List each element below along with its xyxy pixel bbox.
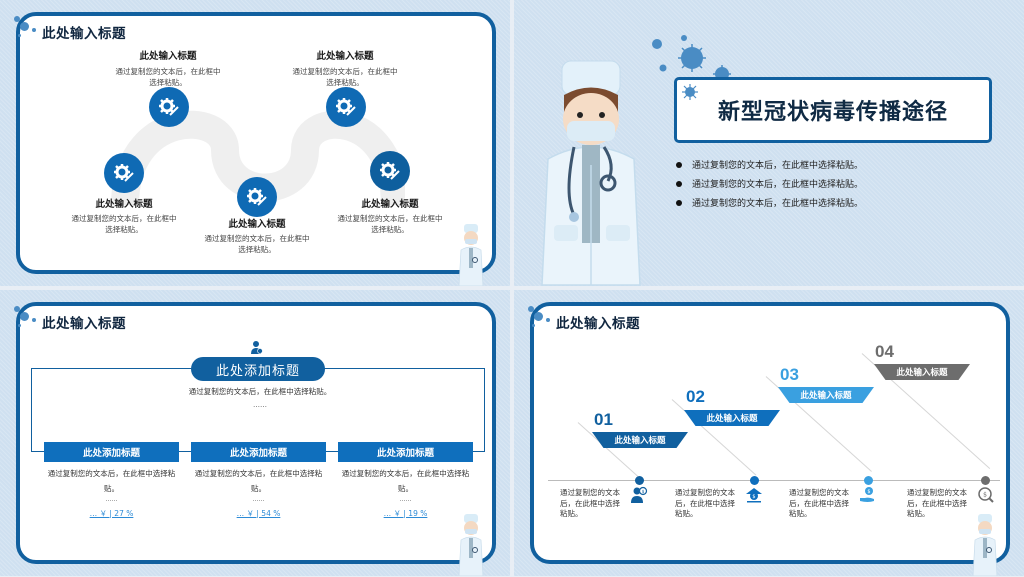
column-heading: 此处添加标题 xyxy=(338,442,473,462)
doctor-illustration-icon xyxy=(541,60,641,286)
column-link[interactable]: … ￥ | 27 % xyxy=(89,509,134,518)
step-banner: 此处输入标题 xyxy=(684,410,780,426)
column-ellipsis: …… xyxy=(399,496,412,503)
timeline-dot xyxy=(981,476,990,485)
column-link[interactable]: … ￥ | 19 % xyxy=(383,509,428,518)
virus-decoration-icon xyxy=(8,14,42,40)
svg-text:$: $ xyxy=(983,492,987,499)
center-ellipsis: …… xyxy=(253,401,267,409)
step-number: 01 xyxy=(594,410,613,429)
timeline-axis xyxy=(548,480,1000,481)
hand-money-icon: $ xyxy=(860,487,874,502)
node-desc: 通过复制您的文本后，在此框中选择粘贴。 xyxy=(115,67,221,87)
virus-decoration-icon xyxy=(8,304,42,330)
node-title: 此处输入标题 xyxy=(316,51,374,62)
connector-line xyxy=(325,451,338,452)
bullet-item: 通过复制您的文本后，在此框中选择粘贴。 xyxy=(676,155,863,174)
step-desc: 通过复制您的文本后，在此框中选择粘贴。 xyxy=(675,488,735,518)
virus-decoration-icon xyxy=(522,304,556,330)
column-ellipsis: …… xyxy=(105,496,118,503)
bank-money-icon: $ xyxy=(746,488,762,503)
connector-line xyxy=(472,451,485,452)
slide-title: 此处输入标题 xyxy=(42,26,126,42)
bullet-dot-icon xyxy=(676,199,682,206)
person-money-icon xyxy=(251,341,263,354)
person-money-icon: $ xyxy=(631,486,648,503)
step-banner: 此处输入标题 xyxy=(592,432,688,448)
column-ellipsis: …… xyxy=(252,496,265,503)
column-link[interactable]: … ￥ | 54 % xyxy=(236,509,281,518)
column-desc: 通过复制您的文本后，在此框中选择粘贴。 xyxy=(47,469,176,493)
center-desc: 通过复制您的文本后，在此框中选择粘贴。 xyxy=(188,387,332,396)
slide-3-thumbnail[interactable]: 此处输入标题 此处添加标题 通过复制您的文本后，在此框中选择粘贴。 …… 此处添… xyxy=(0,290,510,576)
svg-text:$: $ xyxy=(752,494,755,500)
node-desc: 通过复制您的文本后，在此框中选择粘贴。 xyxy=(292,67,398,87)
node-title: 此处输入标题 xyxy=(139,51,197,62)
bullet-list: 通过复制您的文本后，在此框中选择粘贴。 通过复制您的文本后，在此框中选择粘贴。 … xyxy=(676,155,863,212)
bullet-dot-icon xyxy=(676,180,682,187)
bullet-item: 通过复制您的文本后，在此框中选择粘贴。 xyxy=(676,193,863,212)
slide-title: 此处输入标题 xyxy=(42,316,126,332)
doctor-illustration-icon xyxy=(972,514,998,576)
connector-line xyxy=(31,451,44,452)
content-card xyxy=(16,12,496,274)
virus-small-icon xyxy=(682,84,698,100)
step-number: 03 xyxy=(780,365,799,384)
step-banner: 此处输入标题 xyxy=(874,364,970,380)
slide-title: 此处输入标题 xyxy=(556,316,640,332)
node-title: 此处输入标题 xyxy=(361,199,419,210)
step-number: 04 xyxy=(875,342,894,361)
doctor-illustration-icon xyxy=(458,514,484,576)
gear-wrench-icon xyxy=(326,87,366,127)
slide-1-thumbnail[interactable]: 此处输入标题 此处输入标题 通过复制您的文本后，在此框中选择粘贴。 此处输入标题… xyxy=(0,0,510,286)
timeline-dot xyxy=(864,476,873,485)
connector-line xyxy=(178,451,191,452)
doctor-illustration-icon xyxy=(458,224,484,286)
svg-text:$: $ xyxy=(867,489,870,495)
gear-wrench-icon xyxy=(237,177,277,217)
step-desc: 通过复制您的文本后，在此框中选择粘贴。 xyxy=(789,488,849,518)
column-desc: 通过复制您的文本后，在此框中选择粘贴。 xyxy=(341,469,470,493)
node-desc: 通过复制您的文本后，在此框中选择粘贴。 xyxy=(71,214,177,234)
timeline-dot xyxy=(635,476,644,485)
slide-2-thumbnail[interactable]: 新型冠状病毒传播途径 通过复制您的文本后，在此框中选择粘贴。 通过复制您的文本后… xyxy=(514,0,1024,286)
step-number: 02 xyxy=(686,387,705,406)
step-desc: 通过复制您的文本后，在此框中选择粘贴。 xyxy=(907,488,967,518)
column-desc: 通过复制您的文本后，在此框中选择粘贴。 xyxy=(194,469,323,493)
gear-wrench-icon xyxy=(104,153,144,193)
node-desc: 通过复制您的文本后，在此框中选择粘贴。 xyxy=(204,234,310,254)
step-banner: 此处输入标题 xyxy=(778,387,874,403)
node-desc: 通过复制您的文本后，在此框中选择粘贴。 xyxy=(337,214,443,234)
center-heading-pill: 此处添加标题 xyxy=(191,357,325,381)
main-title: 新型冠状病毒传播途径 xyxy=(717,100,948,125)
main-title-box: 新型冠状病毒传播途径 xyxy=(674,77,992,143)
timeline-dot xyxy=(750,476,759,485)
bullet-dot-icon xyxy=(676,161,682,168)
svg-text:$: $ xyxy=(642,489,645,495)
column-heading: 此处添加标题 xyxy=(191,442,326,462)
node-title: 此处输入标题 xyxy=(228,219,286,230)
column-heading: 此处添加标题 xyxy=(44,442,179,462)
virus-cluster-icon xyxy=(652,35,731,83)
step-desc: 通过复制您的文本后，在此框中选择粘贴。 xyxy=(560,488,620,518)
node-title: 此处输入标题 xyxy=(95,199,153,210)
slide-4-thumbnail[interactable]: 此处输入标题 01 此处输入标题 通过复制您的文本后，在此框中选择粘贴。 $ 0… xyxy=(514,290,1024,576)
gear-wrench-icon xyxy=(149,87,189,127)
gear-wrench-icon xyxy=(370,151,410,191)
money-search-icon: $ xyxy=(978,487,994,503)
bullet-item: 通过复制您的文本后，在此框中选择粘贴。 xyxy=(676,174,863,193)
